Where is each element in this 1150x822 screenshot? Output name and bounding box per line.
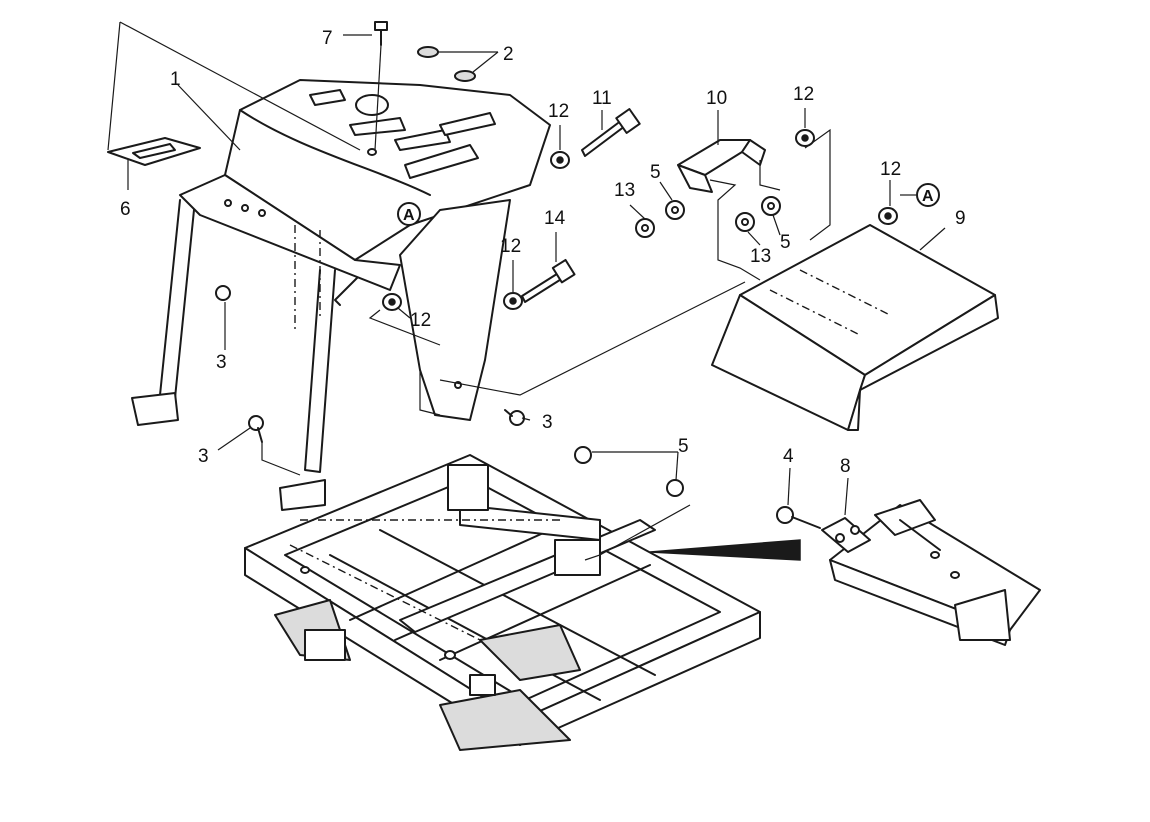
callout-5-a: 5 — [650, 162, 661, 183]
leader-lines — [107, 21, 946, 561]
callout-3-b: 3 — [542, 412, 553, 433]
rear-frame-detail — [829, 499, 1041, 646]
hardware-items — [215, 21, 898, 553]
callout-5-c: 5 — [678, 436, 689, 457]
rops-frame — [131, 199, 371, 511]
callout-11: 11 — [592, 88, 612, 109]
callout-5-b: 5 — [780, 232, 791, 253]
callout-1: 1 — [170, 69, 181, 90]
callout-3-a: 3 — [216, 352, 227, 373]
reference-marks: A A — [397, 183, 940, 226]
callout-9: 9 — [955, 208, 966, 229]
callout-labels: 1 2 7 6 12 11 10 12 13 5 12 9 14 12 13 5… — [120, 28, 966, 477]
callout-12-a: 12 — [548, 101, 569, 122]
callout-3-c: 3 — [198, 446, 209, 467]
callout-13-a: 13 — [614, 180, 635, 201]
fender-assembly — [179, 79, 551, 421]
callout-2: 2 — [503, 44, 514, 65]
callout-6: 6 — [120, 199, 131, 220]
plate-part-6 — [107, 137, 201, 166]
reference-mark-a-1: A — [403, 207, 415, 224]
callout-13-b: 13 — [750, 246, 771, 267]
callout-8: 8 — [840, 456, 851, 477]
callout-12-e: 12 — [410, 310, 431, 331]
reference-mark-a-2: A — [922, 188, 934, 205]
callout-12-c: 12 — [880, 159, 901, 180]
callout-10: 10 — [706, 88, 727, 109]
detail-arrow — [649, 539, 801, 561]
bracket-part-10 — [677, 139, 766, 193]
callout-14: 14 — [544, 208, 566, 229]
floor-panel-part-9 — [711, 224, 999, 431]
callout-12-b: 12 — [793, 84, 814, 105]
chassis-frame — [244, 454, 761, 751]
callout-7: 7 — [322, 28, 333, 49]
callout-4: 4 — [783, 446, 794, 467]
callout-12-d: 12 — [500, 236, 521, 257]
